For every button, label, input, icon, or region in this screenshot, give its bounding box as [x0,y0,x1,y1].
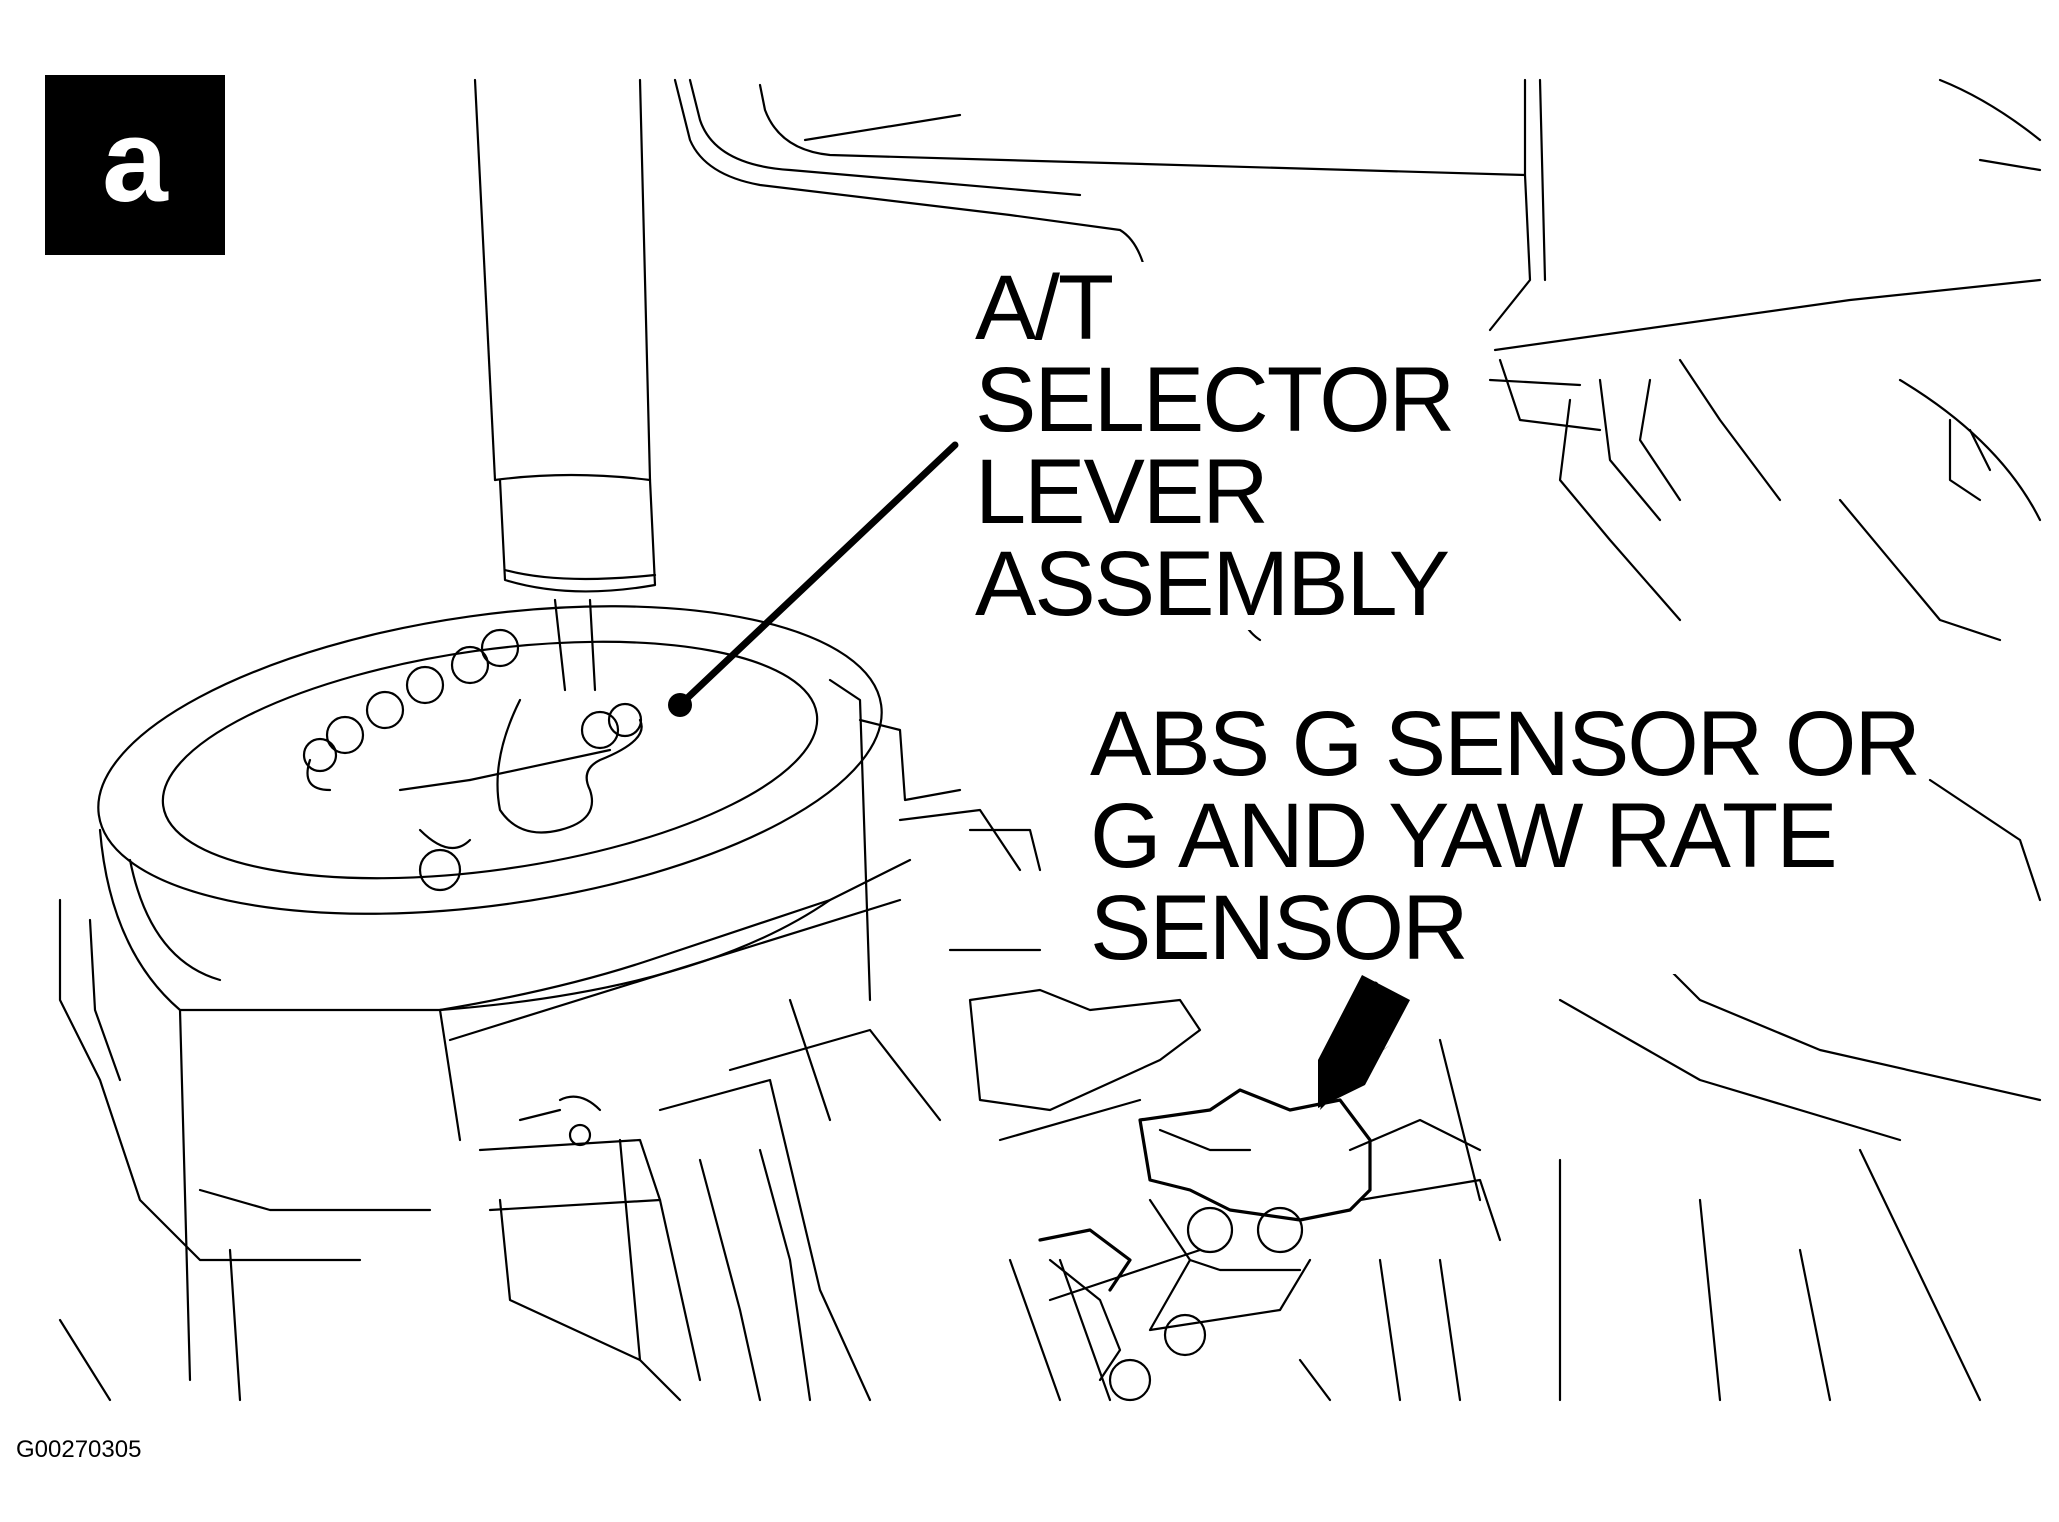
selector-label-line-3: LEVER [975,441,1269,543]
selector-label-line-4: ASSEMBLY [975,533,1450,635]
badge-letter: a [102,95,168,227]
gate-plate [97,605,883,1012]
figure-badge: a [45,75,225,255]
sensor-label-line-2: G AND YAW RATE [1090,785,1838,887]
callout-leaders [668,441,1410,1110]
figure-code: G00270305 [16,1436,142,1463]
selector-label-line-2: SELECTOR [975,349,1455,451]
shift-lever-shaft [473,78,657,692]
selector-lever-label: A/T SELECTOR LEVER ASSEMBLY [975,257,1455,635]
sensor-assembly [968,988,1502,1402]
selector-label-line-1: A/T [975,257,1114,359]
sensor-label-line-3: SENSOR [1090,877,1469,979]
shifter-housing [58,678,1042,1402]
sensor-arrow [1318,975,1410,1108]
sensor-label: ABS G SENSOR OR G AND YAW RATE SENSOR [1090,693,1921,979]
sensor-label-line-1: ABS G SENSOR OR [1090,693,1921,795]
leader-dot [668,693,692,717]
